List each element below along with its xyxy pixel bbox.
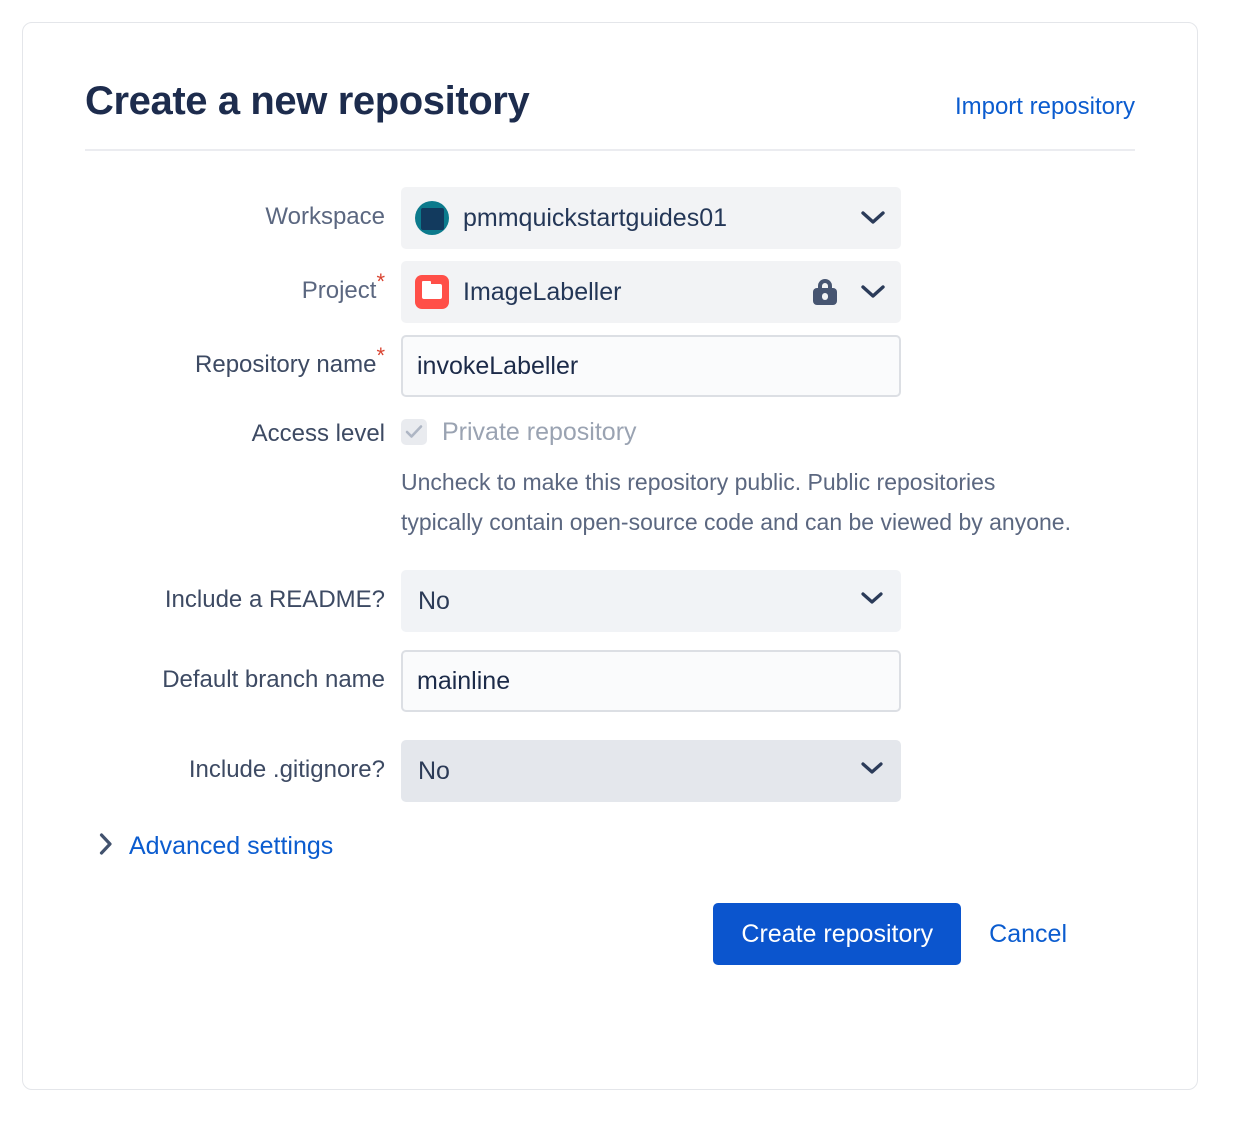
workspace-avatar-icon xyxy=(415,201,449,235)
access-level-label: Access level xyxy=(251,420,385,447)
access-level-help-text: Uncheck to make this repository public. … xyxy=(401,469,1071,535)
default-branch-label: Default branch name xyxy=(162,666,385,694)
repository-name-required-marker: * xyxy=(376,343,385,368)
project-picker[interactable]: ImageLabeller xyxy=(401,261,901,323)
chevron-down-icon xyxy=(861,592,883,610)
cancel-button[interactable]: Cancel xyxy=(983,919,1073,950)
card-content: Create a new repository Import repositor… xyxy=(23,23,1197,966)
chevron-down-icon xyxy=(861,211,885,225)
include-gitignore-row: Include .gitignore? No xyxy=(85,740,1135,803)
include-readme-value: No xyxy=(418,587,450,616)
workspace-value: pmmquickstartguides01 xyxy=(463,203,728,232)
include-readme-control: No xyxy=(401,570,1135,633)
repository-name-control xyxy=(401,335,1135,397)
workspace-picker[interactable]: pmmquickstartguides01 xyxy=(401,187,901,249)
project-label-text: Project xyxy=(301,277,377,304)
create-repository-card: Create a new repository Import repositor… xyxy=(22,22,1198,1090)
repository-name-input[interactable] xyxy=(401,335,901,397)
include-gitignore-select[interactable]: No xyxy=(401,740,901,803)
access-level-control: Private repository Uncheck to make this … xyxy=(401,415,1135,542)
private-repository-label: Private repository xyxy=(442,417,637,446)
project-control: ImageLabeller xyxy=(401,261,1135,323)
include-gitignore-label: Include .gitignore? xyxy=(188,756,385,784)
checkmark-icon xyxy=(405,425,423,438)
default-branch-control xyxy=(401,650,1135,713)
page-title: Create a new repository xyxy=(85,79,530,123)
default-branch-row: Default branch name xyxy=(85,650,1135,713)
include-readme-row: Include a README? No xyxy=(85,570,1135,633)
project-value: ImageLabeller xyxy=(463,277,622,306)
include-gitignore-value: No xyxy=(418,757,450,786)
private-repository-checkbox xyxy=(401,419,427,445)
workspace-control: pmmquickstartguides01 xyxy=(401,187,1135,249)
create-repository-button[interactable]: Create repository xyxy=(713,903,962,966)
workspace-label: Workspace xyxy=(265,203,385,230)
project-row: Project* ImageLabeller xyxy=(85,261,1135,323)
chevron-down-icon xyxy=(861,762,883,780)
chevron-right-icon xyxy=(99,833,113,860)
access-level-row: Access level Private repository Uncheck … xyxy=(85,415,1135,542)
import-repository-link[interactable]: Import repository xyxy=(954,93,1135,120)
project-required-marker: * xyxy=(376,269,385,294)
private-repository-checkbox-row[interactable]: Private repository xyxy=(401,415,1135,449)
repository-name-row: Repository name* xyxy=(85,335,1135,397)
project-label: Project* xyxy=(85,261,401,306)
advanced-settings-label: Advanced settings xyxy=(129,832,334,861)
chevron-down-icon xyxy=(861,285,885,299)
project-folder-icon xyxy=(415,275,449,309)
repository-name-label: Repository name* xyxy=(85,335,401,380)
include-readme-label: Include a README? xyxy=(164,586,385,614)
repository-name-label-text: Repository name xyxy=(195,351,377,378)
advanced-settings-toggle[interactable]: Advanced settings xyxy=(99,832,333,861)
card-header: Create a new repository Import repositor… xyxy=(85,79,1135,151)
form-actions: Create repository Cancel xyxy=(85,903,1135,966)
lock-icon xyxy=(813,279,837,305)
include-gitignore-control: No xyxy=(401,740,1135,803)
default-branch-input[interactable] xyxy=(401,650,901,713)
workspace-row: Workspace pmmquickstar xyxy=(85,187,1135,249)
include-readme-select[interactable]: No xyxy=(401,570,901,633)
create-repository-form: Workspace pmmquickstar xyxy=(85,187,1135,861)
